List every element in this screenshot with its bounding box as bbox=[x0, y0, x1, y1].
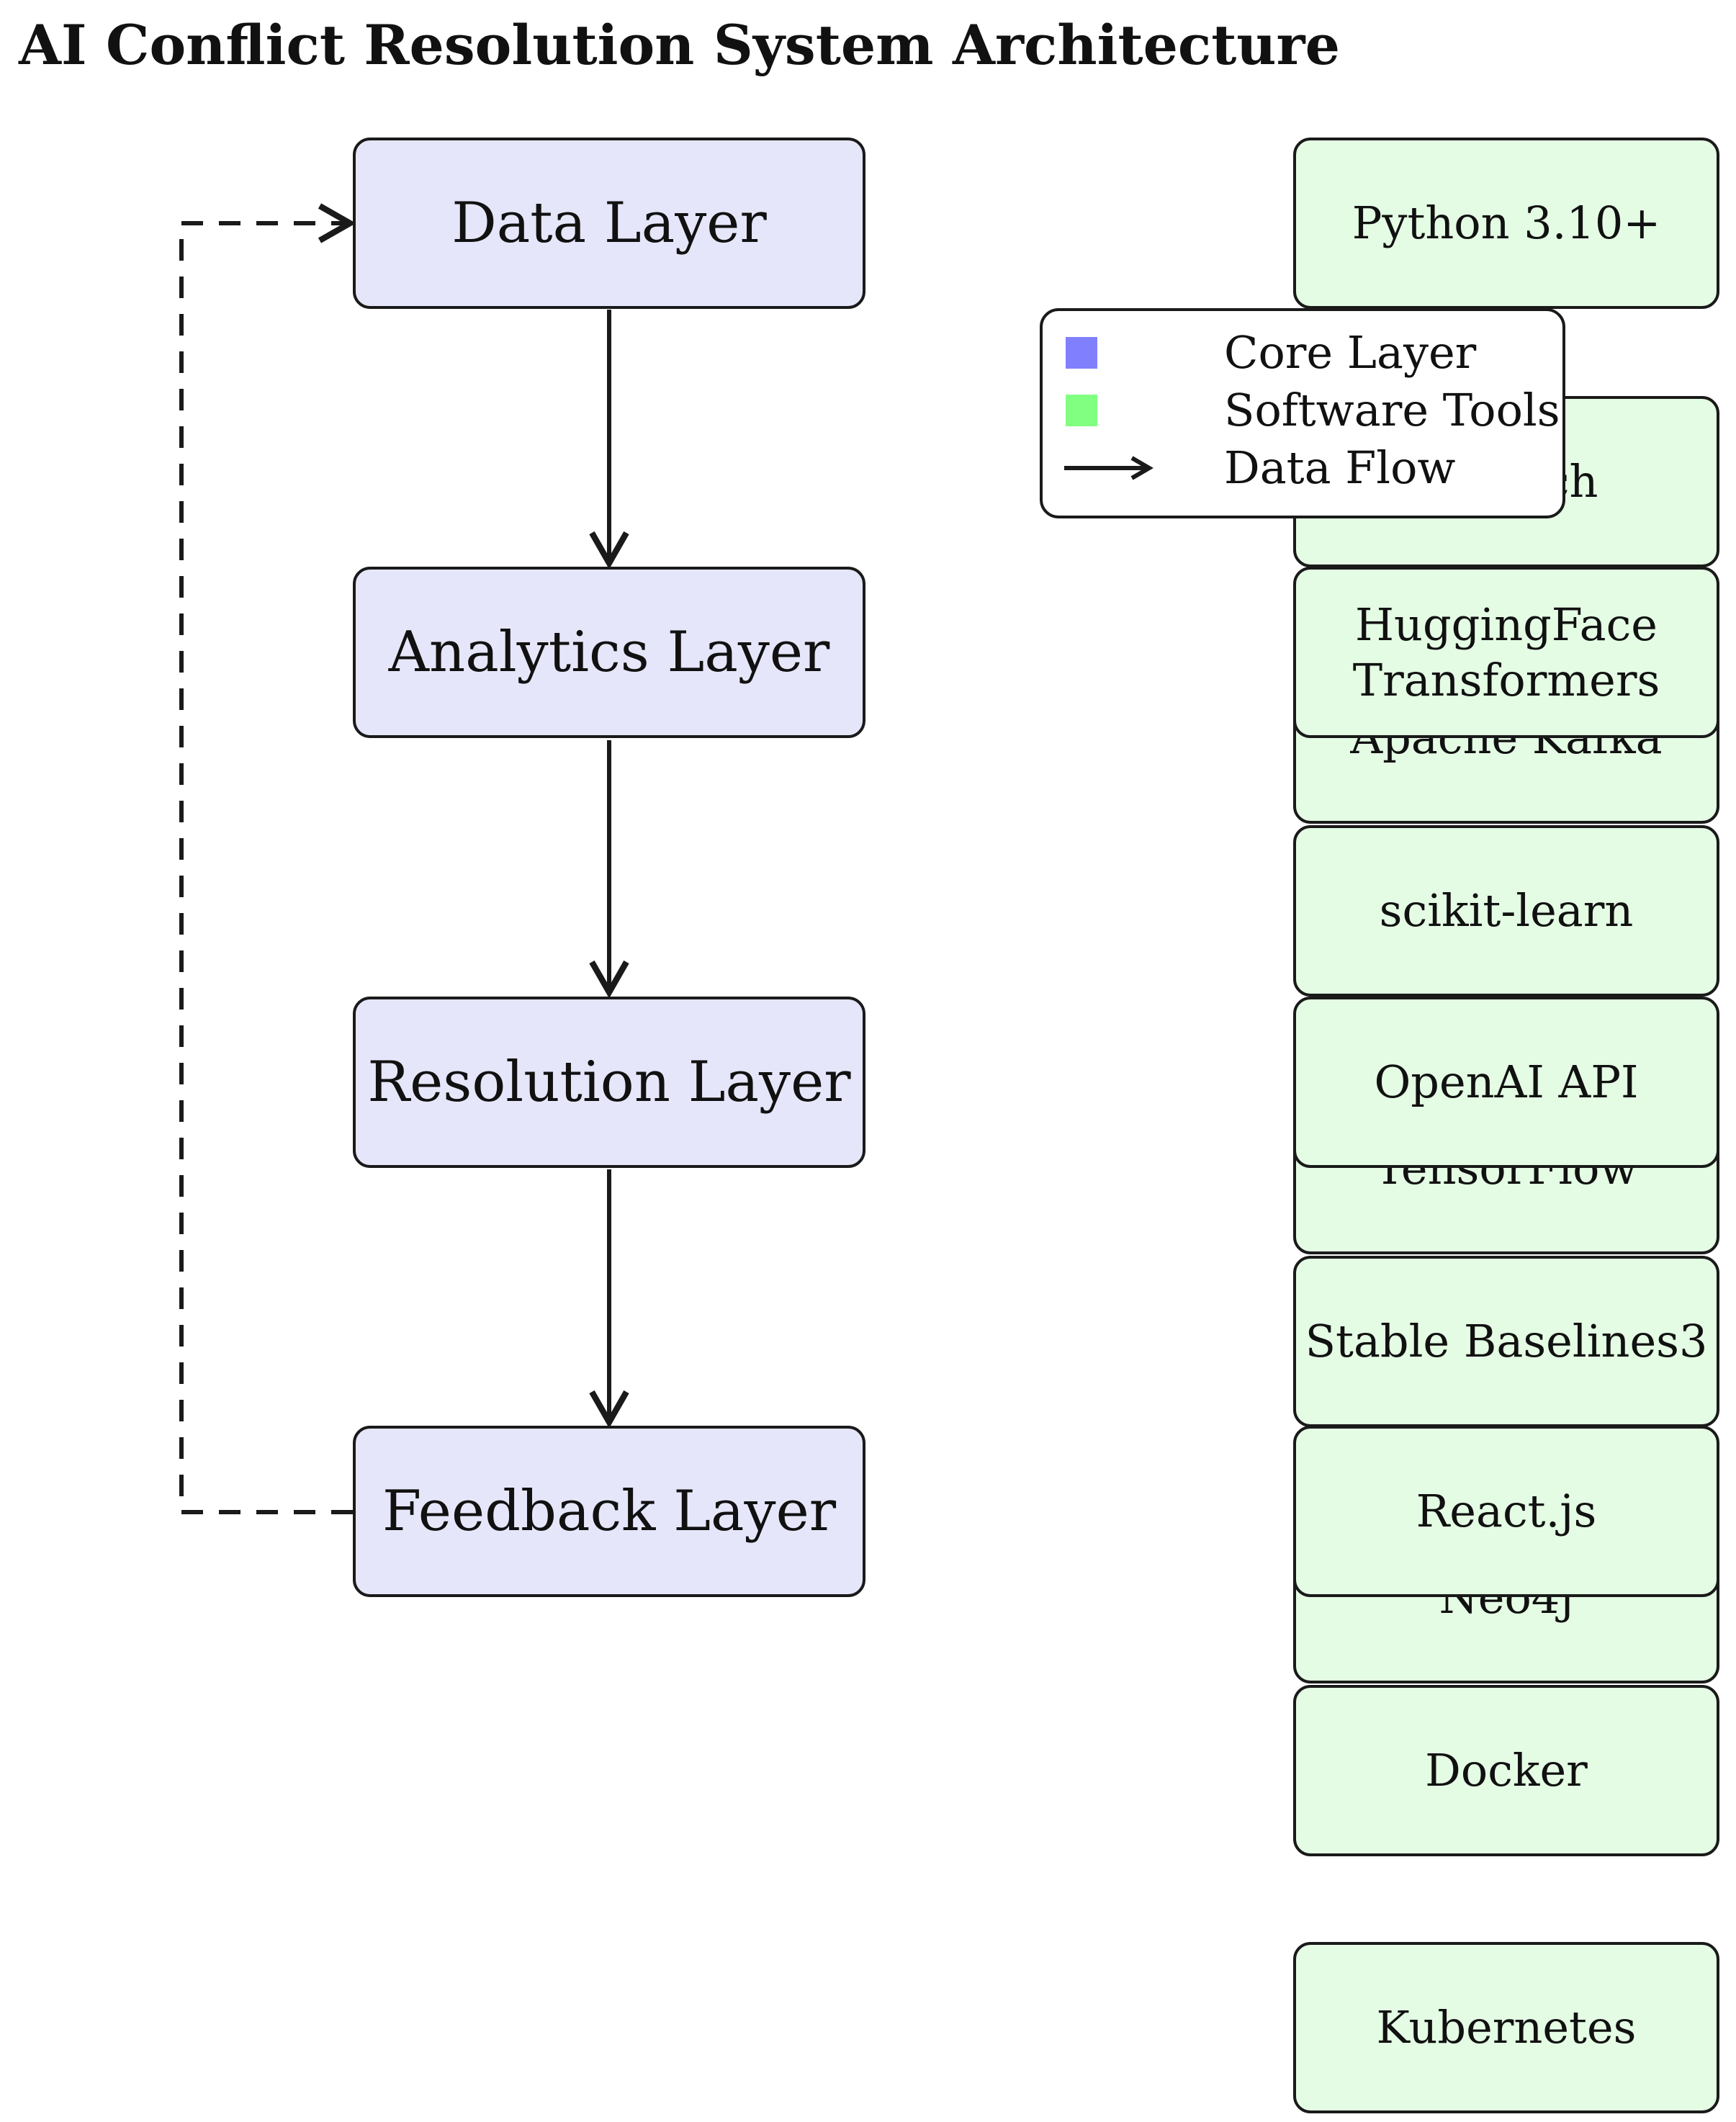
layer-box-resolution: Resolution Layer bbox=[353, 997, 865, 1168]
tool-label: Python 3.10+ bbox=[1352, 197, 1661, 250]
tool-box-scikit-learn: scikit-learn bbox=[1293, 825, 1719, 997]
tool-label: Kubernetes bbox=[1376, 2001, 1637, 2054]
feedback-loop-dashed-arrow bbox=[179, 203, 356, 1514]
tool-label: scikit-learn bbox=[1379, 884, 1634, 938]
tool-box-python: Python 3.10+ bbox=[1293, 138, 1719, 309]
legend: Core Layer Software Tools Data Flow bbox=[1040, 308, 1565, 518]
tool-box-react-js: React.js bbox=[1293, 1426, 1719, 1597]
layer-box-feedback: Feedback Layer bbox=[353, 1426, 865, 1597]
tool-label: HuggingFace Transformers bbox=[1352, 598, 1660, 707]
tool-box-stable-baselines3: Stable Baselines3 bbox=[1293, 1256, 1719, 1427]
diagram-title: AI Conflict Resolution System Architectu… bbox=[19, 13, 1340, 77]
tool-box-docker: Docker bbox=[1293, 1685, 1719, 1856]
legend-label-core-layer: Core Layer bbox=[1224, 326, 1477, 379]
legend-swatch-core bbox=[1066, 337, 1097, 369]
tool-box-openai-api: OpenAI API bbox=[1293, 997, 1719, 1168]
tool-label: Stable Baselines3 bbox=[1305, 1315, 1708, 1368]
legend-item-data-flow: Data Flow bbox=[1043, 439, 1562, 497]
tool-box-kubernetes: Kubernetes bbox=[1293, 1942, 1719, 2113]
tool-box-huggingface-transformers: HuggingFace Transformers bbox=[1293, 567, 1719, 738]
legend-item-software-tools: Software Tools bbox=[1043, 382, 1562, 439]
layer-box-data: Data Layer bbox=[353, 138, 865, 309]
legend-arrow-icon bbox=[1064, 456, 1153, 480]
legend-label-data-flow: Data Flow bbox=[1224, 441, 1456, 494]
tool-label: OpenAI API bbox=[1374, 1056, 1639, 1109]
tool-label: React.js bbox=[1416, 1485, 1597, 1538]
layer-label: Analytics Layer bbox=[388, 620, 830, 685]
legend-label-software-tools: Software Tools bbox=[1224, 384, 1560, 436]
legend-item-core-layer: Core Layer bbox=[1043, 324, 1562, 382]
legend-swatch-tools bbox=[1066, 395, 1097, 426]
layer-box-analytics: Analytics Layer bbox=[353, 567, 865, 738]
layer-label: Data Layer bbox=[451, 191, 767, 256]
layer-label: Feedback Layer bbox=[382, 1479, 837, 1544]
tool-label: Docker bbox=[1425, 1744, 1588, 1797]
layer-label: Resolution Layer bbox=[367, 1050, 851, 1115]
